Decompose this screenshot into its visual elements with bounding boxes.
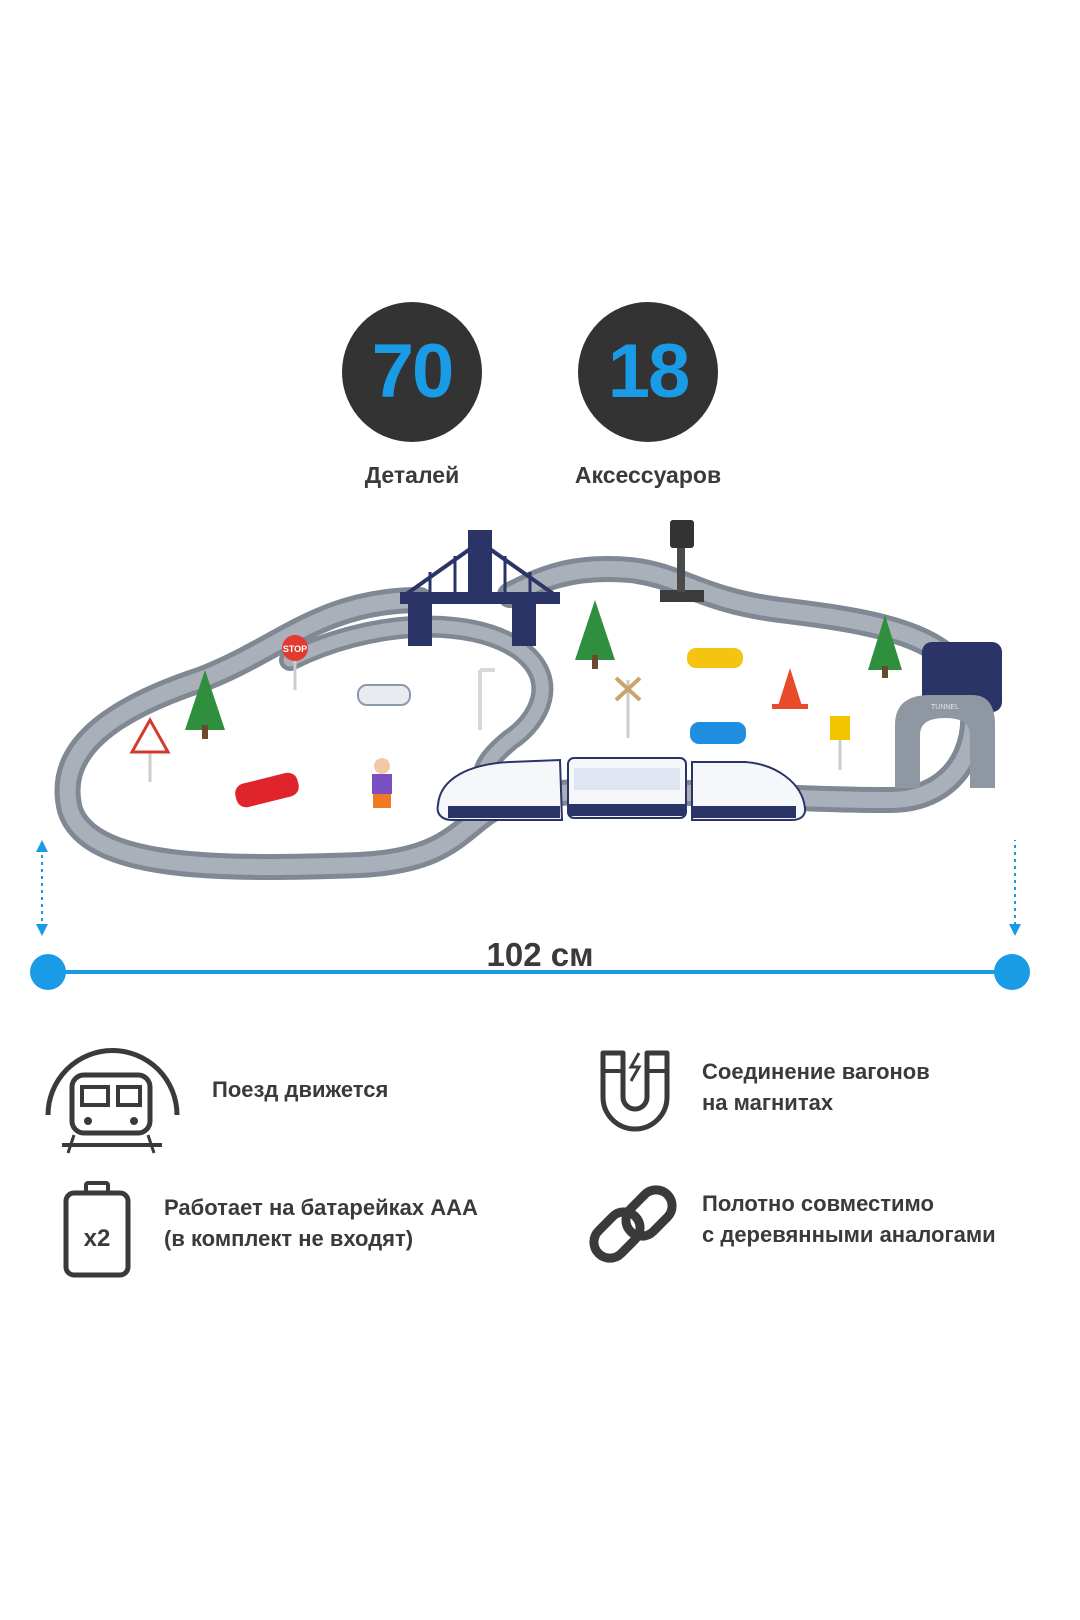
tree-2 bbox=[575, 600, 615, 669]
feature-batteries: Работает на батарейках ААА (в комплект н… bbox=[164, 1192, 478, 1254]
stop-sign: STOP bbox=[282, 635, 308, 690]
feature-train-moves-line-1: Поезд движется bbox=[212, 1077, 389, 1102]
railway-set-illustration: STOP TUNNEL bbox=[54, 520, 1002, 880]
stat-accessories: 18 Аксессуаров bbox=[548, 302, 748, 489]
stat-accessories-value: 18 bbox=[578, 302, 718, 442]
feature-batteries-line-2: (в комплект не входят) bbox=[164, 1226, 414, 1251]
car-red bbox=[235, 772, 299, 808]
dimension-indicator: 102 см bbox=[0, 840, 1080, 1040]
warning-sign bbox=[129, 716, 171, 782]
bridge bbox=[400, 530, 560, 646]
stat-parts-value: 70 bbox=[342, 302, 482, 442]
chain-link-icon bbox=[589, 1185, 677, 1263]
toy-figure bbox=[372, 758, 392, 808]
feature-train-moves: Поезд движется bbox=[212, 1074, 388, 1105]
tunnel-label: TUNNEL bbox=[931, 704, 959, 711]
car-blue bbox=[690, 722, 746, 744]
tunnel: TUNNEL bbox=[895, 642, 1002, 788]
dimension-label: 102 см bbox=[486, 936, 594, 973]
magnet-icon bbox=[600, 1050, 670, 1132]
tree-1 bbox=[185, 670, 225, 739]
battery-count-badge: x2 bbox=[84, 1225, 111, 1252]
stat-accessories-label: Аксессуаров bbox=[574, 462, 722, 488]
lamp-post bbox=[478, 668, 495, 730]
traffic-light bbox=[660, 520, 704, 602]
railway-crossing bbox=[614, 676, 642, 738]
battery-icon: x2 bbox=[63, 1181, 131, 1278]
feature-compatibility-line-1: Полотно совместимо bbox=[702, 1191, 934, 1216]
feature-batteries-line-1: Работает на батарейках ААА bbox=[164, 1195, 478, 1220]
stat-parts: 70 Деталей bbox=[322, 302, 502, 489]
traffic-cone bbox=[772, 668, 808, 709]
feature-compatibility-line-2: с деревянными аналогами bbox=[702, 1222, 996, 1247]
stat-parts-label: Деталей bbox=[364, 462, 460, 488]
train-icon bbox=[45, 1048, 180, 1154]
feature-compatibility: Полотно совместимо с деревянными аналога… bbox=[702, 1188, 996, 1250]
tree-3 bbox=[868, 615, 902, 678]
train bbox=[436, 757, 807, 821]
dimension-lines bbox=[30, 840, 1030, 990]
tunnel-sign bbox=[830, 716, 850, 770]
feature-magnets: Соединение вагонов на магнитах bbox=[702, 1056, 930, 1118]
feature-magnets-line-1: Соединение вагонов bbox=[702, 1059, 930, 1084]
stop-sign-text: STOP bbox=[283, 644, 307, 654]
car-white bbox=[357, 684, 411, 706]
feature-magnets-line-2: на магнитах bbox=[702, 1090, 834, 1115]
car-yellow bbox=[687, 648, 743, 668]
